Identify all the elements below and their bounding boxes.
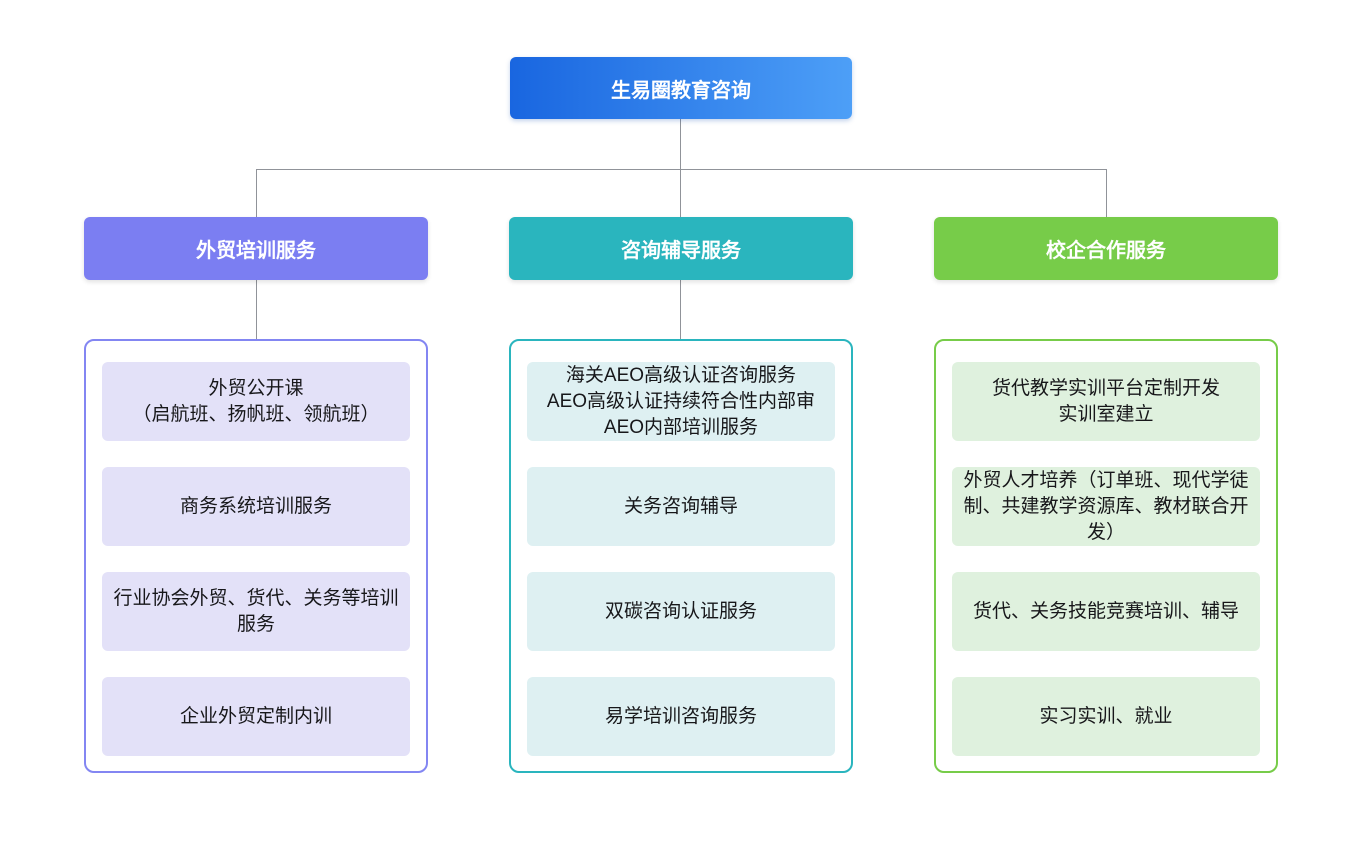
leaf-item: 关务咨询辅导: [527, 467, 835, 546]
connector-branch-1-group: [256, 280, 257, 339]
branch-node-label: 咨询辅导服务: [621, 240, 741, 262]
leaf-item: 行业协会外贸、货代、关务等培训服务: [102, 572, 410, 651]
connector-root-down: [680, 119, 681, 169]
leaf-item: 外贸公开课 （启航班、扬帆班、领航班）: [102, 362, 410, 441]
leaf-item: 企业外贸定制内训: [102, 677, 410, 756]
root-node: 生易圈教育咨询: [510, 57, 852, 119]
group-school-enterprise: 货代教学实训平台定制开发 实训室建立 外贸人才培养（订单班、现代学徒制、共建教学…: [934, 339, 1278, 773]
leaf-item: 货代、关务技能竞赛培训、辅导: [952, 572, 1260, 651]
root-node-label: 生易圈教育咨询: [611, 79, 751, 102]
leaf-item: 货代教学实训平台定制开发 实训室建立: [952, 362, 1260, 441]
group-foreign-trade-training: 外贸公开课 （启航班、扬帆班、领航班） 商务系统培训服务 行业协会外贸、货代、关…: [84, 339, 428, 773]
branch-node-label: 校企合作服务: [1046, 240, 1166, 262]
branch-node-consulting-coaching: 咨询辅导服务: [509, 217, 853, 280]
connector-branch-2-group: [680, 280, 681, 339]
connector-branch-2-down: [680, 169, 681, 217]
connector-horizontal: [256, 169, 1107, 170]
connector-branch-3-down: [1106, 169, 1107, 217]
group-consulting-coaching: 海关AEO高级认证咨询服务 AEO高级认证持续符合性内部审 AEO内部培训服务 …: [509, 339, 853, 773]
branch-node-school-enterprise: 校企合作服务: [934, 217, 1278, 280]
leaf-item: 易学培训咨询服务: [527, 677, 835, 756]
leaf-item: 商务系统培训服务: [102, 467, 410, 546]
branch-node-foreign-trade-training: 外贸培训服务: [84, 217, 428, 280]
leaf-item: 双碳咨询认证服务: [527, 572, 835, 651]
leaf-item: 海关AEO高级认证咨询服务 AEO高级认证持续符合性内部审 AEO内部培训服务: [527, 362, 835, 441]
connector-branch-1-down: [256, 169, 257, 217]
branch-node-label: 外贸培训服务: [196, 240, 316, 262]
leaf-item: 外贸人才培养（订单班、现代学徒制、共建教学资源库、教材联合开发）: [952, 467, 1260, 546]
leaf-item: 实习实训、就业: [952, 677, 1260, 756]
